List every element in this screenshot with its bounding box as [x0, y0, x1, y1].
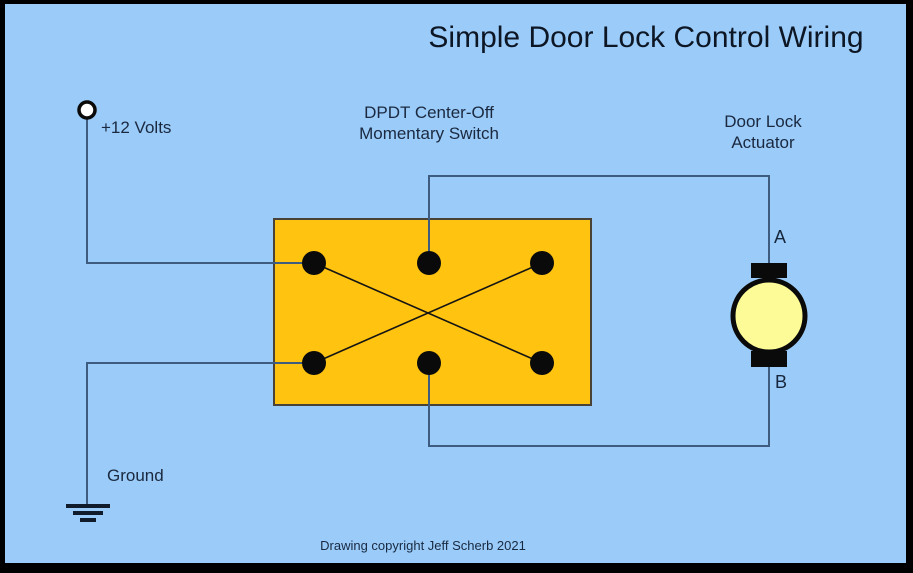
ground-label: Ground — [107, 466, 164, 485]
actuator-label: Door Lock Actuator — [683, 111, 843, 153]
switch-terminal-bottom-left — [302, 351, 326, 375]
terminal-a-label: A — [774, 227, 787, 247]
switch-label: DPDT Center-Off Momentary Switch — [329, 102, 529, 144]
switch-terminal-top-left — [302, 251, 326, 275]
wire-ground-to-switch — [86, 362, 314, 505]
ground-symbol-icon — [66, 504, 110, 522]
terminal-b-label: B — [775, 372, 788, 392]
actuator-brush-bottom — [751, 351, 787, 367]
wire-supply-to-switch — [86, 117, 314, 264]
switch-terminal-bottom-right — [530, 351, 554, 375]
switch-terminal-top-center — [417, 251, 441, 275]
copyright-note: Drawing copyright Jeff Scherb 2021 — [320, 538, 526, 553]
switch-body — [273, 218, 592, 406]
actuator-motor-body — [730, 277, 808, 355]
supply-label: +12 Volts — [101, 118, 172, 137]
switch-label-line2: Momentary Switch — [359, 124, 499, 143]
switch-label-line1: DPDT Center-Off — [364, 103, 494, 122]
actuator-brush-top — [751, 263, 787, 278]
actuator-label-line1: Door Lock — [724, 112, 802, 131]
switch-terminal-top-right — [530, 251, 554, 275]
wire-switch-to-actuator-a — [428, 175, 770, 264]
switch-terminal-bottom-center — [417, 351, 441, 375]
diagram-title: Simple Door Lock Control Wiring — [428, 21, 864, 54]
wire-switch-to-actuator-b — [428, 363, 770, 447]
actuator-label-line2: Actuator — [731, 133, 795, 152]
supply-terminal-icon — [77, 100, 97, 120]
crossover-wire-2 — [313, 262, 543, 364]
